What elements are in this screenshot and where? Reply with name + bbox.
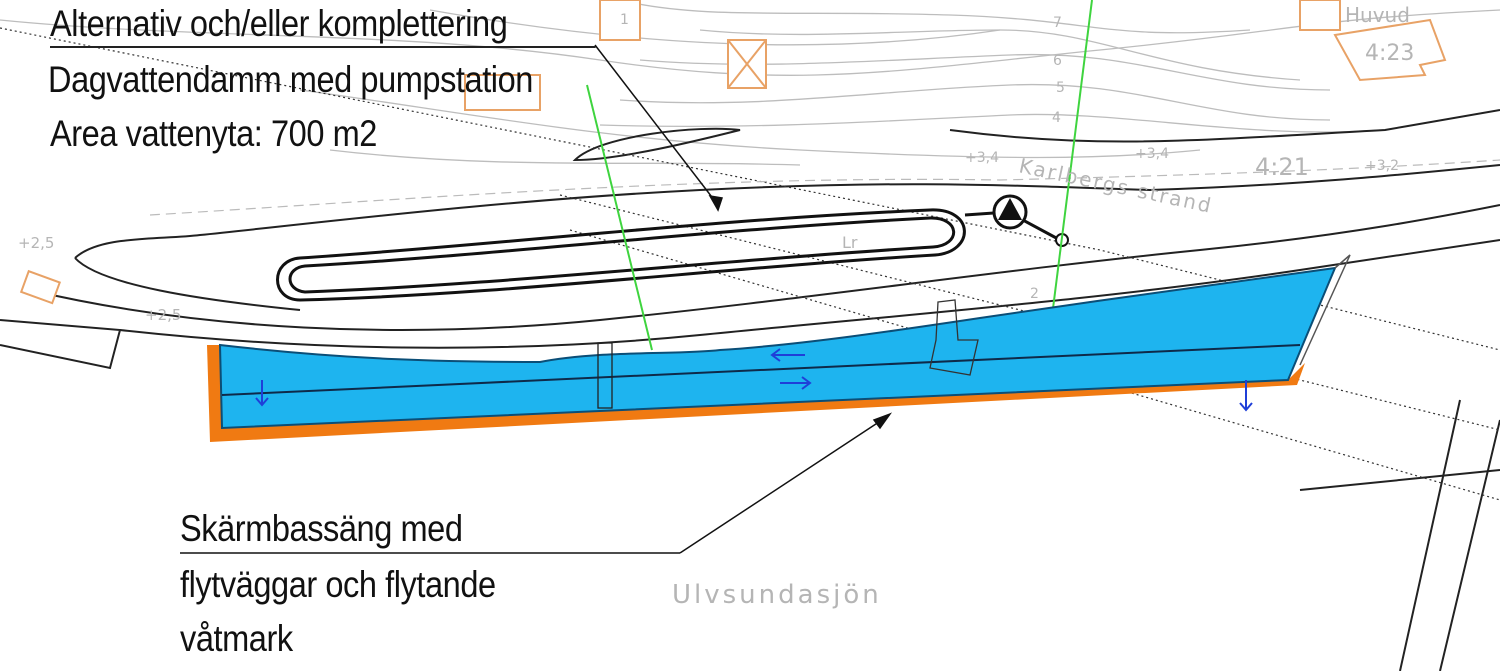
elevation-label: +3,4 xyxy=(965,150,999,166)
parcel-421-label: 4:21 xyxy=(1255,153,1309,181)
contour-label: 5 xyxy=(1056,80,1065,96)
road-centerline xyxy=(149,159,1500,216)
leader-lines xyxy=(180,44,893,554)
existing-dam-outline xyxy=(276,208,1061,302)
elevation-label: +3,4 xyxy=(1135,146,1169,162)
elevation-label: +2,5 xyxy=(18,234,54,252)
contour-label: 1 xyxy=(620,12,629,28)
lr-label: Lr xyxy=(842,233,858,252)
contour-label: 4 xyxy=(1052,110,1061,126)
pipe-lines xyxy=(586,0,1093,351)
contour-label: 6 xyxy=(1053,53,1062,69)
annotation-basin-line3: våtmark xyxy=(180,618,293,659)
annotation-basin-line2: flytväggar och flytande xyxy=(180,564,496,605)
parcel-423-label: 4:23 xyxy=(1365,41,1414,66)
water-basin xyxy=(218,266,1337,430)
flow-arrows xyxy=(255,348,1253,412)
elevation-label: +3,2 xyxy=(1365,158,1399,174)
elevation-label: +2,5 xyxy=(145,306,181,324)
buildings xyxy=(19,0,1447,305)
pump-station-icon xyxy=(992,194,1069,247)
lake-label: Ulvsundasjön xyxy=(672,580,882,610)
barrier-wall xyxy=(207,345,1305,442)
annotation-dam-description: Dagvattendamm med pumpstation xyxy=(48,59,533,100)
parcel-name-label: Huvud xyxy=(1345,3,1410,27)
road-edges xyxy=(0,109,1500,671)
annotation-title: Alternativ och/eller komplettering xyxy=(50,2,596,48)
annotation-water-area: Area vattenyta: 700 m2 xyxy=(50,113,377,154)
annotation-basin-line1: Skärmbassäng med xyxy=(180,508,463,549)
contour-label: 2 xyxy=(1030,286,1039,302)
contour-label: 7 xyxy=(1053,15,1062,31)
floating-walls xyxy=(221,254,1351,409)
